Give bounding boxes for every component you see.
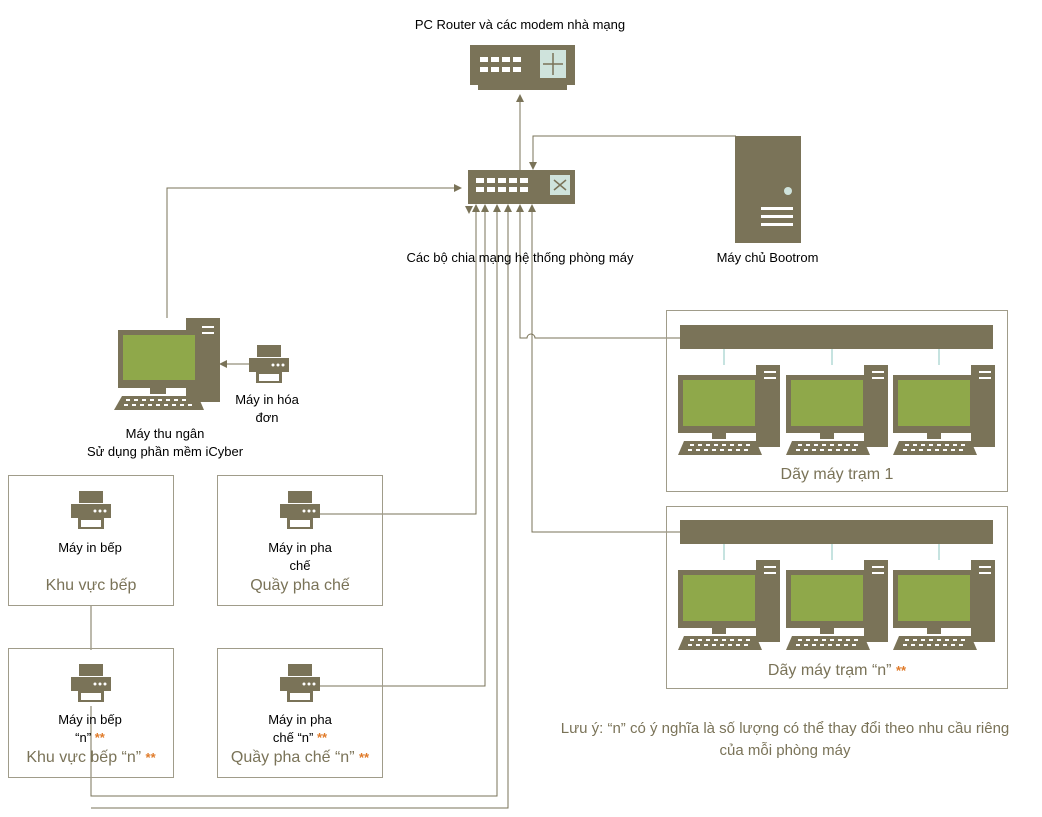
area-kitchen bbox=[8, 475, 174, 606]
receipt-printer-icon bbox=[249, 345, 289, 383]
workstation-pc-icon bbox=[893, 560, 995, 650]
variable-mark: ** bbox=[316, 730, 328, 745]
rown-label: Dãy máy trạm “n” ** bbox=[767, 662, 907, 679]
kitchen-n-printer-icon bbox=[71, 664, 111, 702]
variable-mark: ** bbox=[895, 663, 907, 678]
area-kitchen-n bbox=[8, 648, 174, 778]
cashier-label: Máy thu ngân Sử dụng phần mềm iCyber bbox=[86, 426, 244, 459]
variable-mark: ** bbox=[145, 750, 156, 765]
cashier-to-switch-line bbox=[166, 184, 462, 318]
kitchen-printer-icon bbox=[71, 491, 111, 529]
workstation-pc-icon bbox=[786, 560, 888, 650]
bar-printer-icon bbox=[280, 491, 320, 529]
kitchen-n-printer-label: Máy in bếp “n” ** bbox=[58, 712, 122, 745]
kitchen-n-area-label: Khu vực bếp “n” ** bbox=[26, 749, 156, 766]
area-bar-n bbox=[217, 648, 383, 778]
kitchen-extra-line bbox=[91, 204, 512, 809]
server-icon bbox=[735, 136, 801, 243]
variable-mark: ** bbox=[358, 750, 370, 765]
note: Lưu ý: “n” có ý nghĩa là số lượng có thể… bbox=[560, 720, 1010, 759]
bar-n-printer-label: Máy in pha chế “n” ** bbox=[268, 712, 332, 745]
area-bar bbox=[217, 475, 383, 606]
row1-line bbox=[516, 204, 680, 339]
variable-mark: ** bbox=[94, 730, 105, 745]
router-icon bbox=[470, 45, 575, 90]
workstation-row-graphic bbox=[678, 520, 995, 650]
rown-line bbox=[528, 204, 680, 533]
row1-label: Dãy máy trạm 1 bbox=[780, 466, 894, 483]
workstation-pc-icon bbox=[678, 365, 780, 455]
bar-printer-label: Máy in pha chế bbox=[268, 540, 332, 573]
kitchen-n-printer-line bbox=[90, 204, 501, 797]
workstation-row-graphic bbox=[678, 325, 995, 455]
switch-icon bbox=[468, 170, 575, 204]
row-hub-bar bbox=[680, 520, 993, 544]
bar-area-label: Quầy pha chế bbox=[250, 577, 350, 594]
workstation-pc-icon bbox=[893, 365, 995, 455]
server-to-switch-line bbox=[529, 135, 736, 170]
row-hub-bar bbox=[680, 325, 993, 349]
cashier-desktop-icon bbox=[114, 318, 220, 410]
workstation-row-n bbox=[666, 506, 1008, 689]
bar-n-printer-line bbox=[320, 204, 489, 687]
workstation-pc-icon bbox=[786, 365, 888, 455]
workstation-row-1 bbox=[666, 310, 1008, 492]
kitchen-area-label: Khu vực bếp bbox=[45, 577, 137, 594]
router-label: PC Router và các modem nhà mạng bbox=[414, 17, 626, 32]
receipt-printer-label: Máy in hóa đơn bbox=[235, 392, 299, 425]
switch-label: Các bộ chia mạng hệ thống phòng máy bbox=[406, 250, 634, 265]
bar-printer-line bbox=[320, 204, 480, 515]
bar-n-printer-icon bbox=[280, 664, 320, 702]
bar-n-area-label: Quầy pha chế “n” ** bbox=[230, 749, 370, 766]
workstation-pc-icon bbox=[678, 560, 780, 650]
server-label: Máy chủ Bootrom bbox=[716, 250, 819, 265]
kitchen-printer-label: Máy in bếp bbox=[58, 540, 122, 555]
